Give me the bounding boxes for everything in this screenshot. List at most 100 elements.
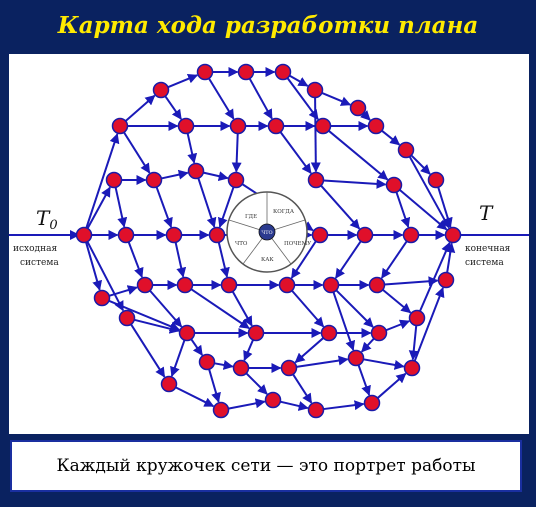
network-node [118, 309, 136, 327]
network-edge [114, 187, 128, 228]
network-node [322, 276, 340, 294]
wheel-segment-why: ПОЧЕМУ [284, 241, 311, 247]
caption-box: Каждый кружочек сети — это портрет работ… [10, 440, 522, 492]
network-edge [208, 77, 235, 120]
network-node [136, 276, 154, 294]
network-edge [170, 339, 186, 377]
network-edge [290, 240, 317, 279]
network-edge [280, 400, 309, 411]
network-edge [323, 400, 365, 411]
network-node [397, 141, 415, 159]
network-edge [399, 189, 448, 231]
network-node [402, 226, 420, 244]
network-edge [231, 291, 253, 327]
network-edge [382, 289, 412, 314]
network-edge [175, 386, 215, 408]
network-edge [217, 186, 235, 228]
network-node [403, 359, 421, 377]
network-edge [335, 289, 374, 328]
network-edge [363, 358, 405, 370]
network-edge [332, 291, 356, 351]
end-caption-line1: конечная [465, 244, 511, 254]
network-edge [361, 337, 375, 353]
network-edge [228, 398, 266, 410]
network-edge [360, 110, 371, 121]
network-node [229, 117, 247, 135]
network-edge [155, 186, 173, 228]
network-edge [410, 154, 431, 175]
network-diagram: ГДЕ КОГДА ПОЧЕМУ КАК ЧТО ЧТО T0 исходная… [9, 63, 529, 419]
network-node [280, 359, 298, 377]
network-edge [323, 178, 387, 189]
network-node [363, 394, 381, 412]
network-node [427, 171, 445, 189]
wheel-center-label: ЧТО [261, 230, 272, 236]
network-edge [380, 240, 408, 279]
network-edge [197, 177, 217, 228]
network-edge [85, 241, 103, 291]
network-edge [161, 169, 189, 180]
network-node [232, 359, 250, 377]
network-edge [86, 186, 111, 229]
network-edge [124, 94, 156, 122]
network-node [105, 171, 123, 189]
network-node [145, 171, 163, 189]
network-edge [279, 131, 312, 174]
wheel-segment-where: ГДЕ [245, 214, 257, 220]
network-edge [310, 97, 321, 173]
network-node [311, 226, 329, 244]
network-edge [190, 338, 203, 356]
network-node [274, 63, 292, 81]
network-edge [86, 241, 124, 312]
network-node [370, 324, 388, 342]
network-edge [419, 241, 451, 312]
network-edge [294, 337, 325, 364]
network-edge [123, 131, 151, 174]
network-edge [286, 77, 319, 120]
network-edge [385, 319, 411, 332]
network-edge [395, 191, 411, 228]
wheel-segment-what: ЧТО [235, 241, 248, 247]
network-node [368, 276, 386, 294]
network-edge [381, 129, 401, 146]
network-node [306, 81, 324, 99]
network-edge [149, 289, 183, 328]
network-edge [186, 133, 198, 164]
network-edge [108, 285, 138, 297]
network-edge [85, 133, 120, 229]
network-edge [164, 95, 182, 120]
network-node [196, 63, 214, 81]
network-node [385, 176, 403, 194]
network-edge [413, 286, 445, 362]
network-edge [321, 91, 352, 106]
network-node [187, 162, 205, 180]
network-edge [245, 372, 268, 395]
end-label: T [479, 201, 494, 225]
network-node [117, 226, 135, 244]
network-node [307, 401, 325, 419]
network-node [152, 81, 170, 99]
network-node [160, 375, 178, 393]
start-label: T0 [36, 206, 58, 233]
network-edge [384, 276, 439, 287]
wheel-segment-how: КАК [261, 257, 274, 263]
network-edge [167, 73, 199, 89]
network-edge [320, 184, 361, 230]
network-node [177, 117, 195, 135]
network-edge [291, 289, 325, 328]
network-edge [296, 355, 349, 368]
network-edge [328, 130, 389, 181]
network-node [267, 117, 285, 135]
network-node [307, 171, 325, 189]
network-node [176, 276, 194, 294]
end-caption-line2: система [465, 258, 504, 268]
question-wheel: ГДЕ КОГДА ПОЧЕМУ КАК ЧТО ЧТО [226, 191, 311, 273]
network-edge [408, 325, 419, 361]
network-panel: ГДЕ КОГДА ПОЧЕМУ КАК ЧТО ЧТО T0 исходная… [9, 54, 529, 434]
network-edge [292, 373, 313, 404]
network-node [178, 324, 196, 342]
network-edge [408, 156, 450, 229]
network-node [444, 226, 462, 244]
network-edge [243, 339, 254, 362]
network-edge [248, 78, 273, 120]
